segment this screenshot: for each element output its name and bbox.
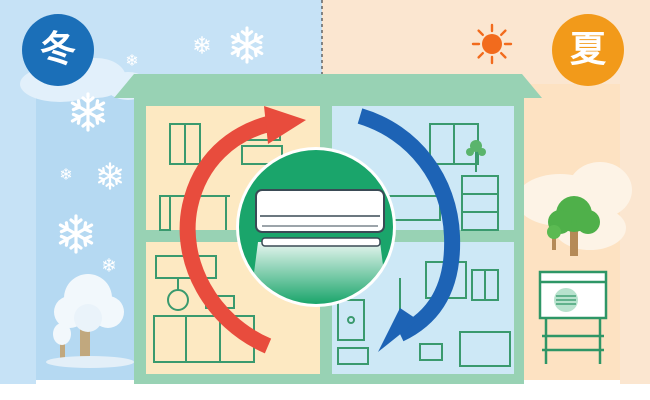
air-conditioner-circle [236, 147, 396, 307]
summer-badge: 夏 [552, 14, 624, 86]
tree-icon [547, 196, 600, 256]
cooling-arrow [357, 108, 461, 342]
heating-arrow [179, 116, 272, 354]
winter-badge: 冬 [22, 14, 94, 86]
sun-icon [471, 23, 513, 65]
snowy-tree-icon [46, 274, 134, 368]
cooling-arrowhead [378, 308, 418, 352]
heating-arrowhead [264, 106, 306, 144]
outdoor-unit-icon [538, 270, 608, 364]
air-conditioner-icon [255, 189, 385, 247]
